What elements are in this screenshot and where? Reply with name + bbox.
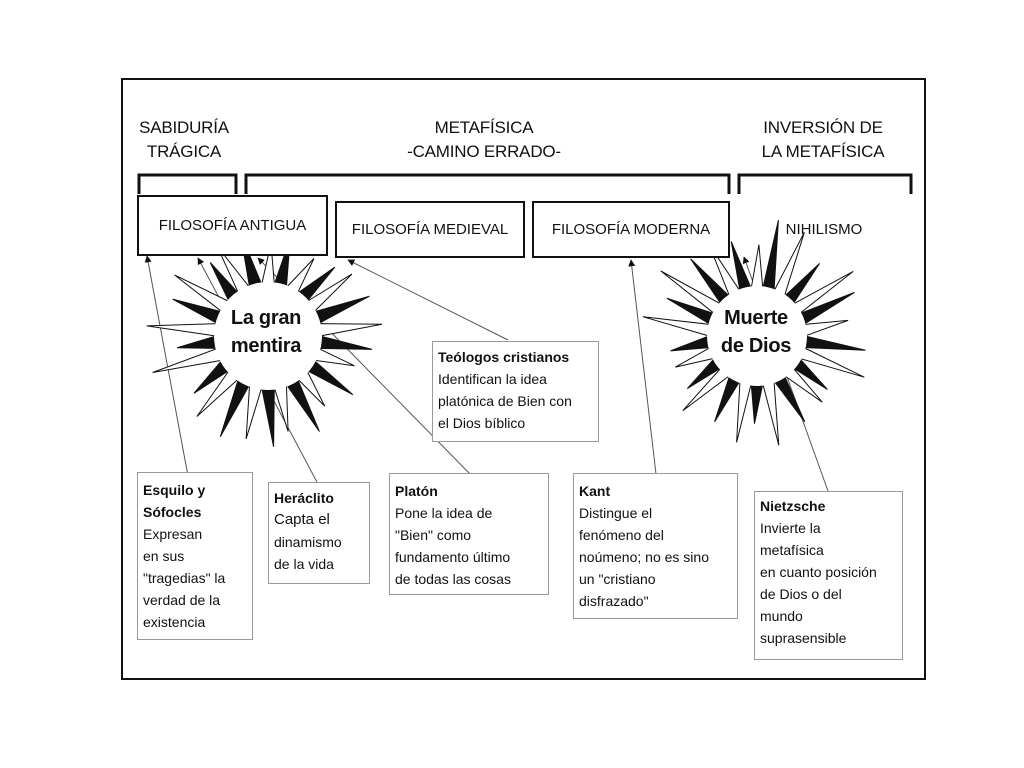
- burst-spike: [317, 335, 373, 350]
- burst-spike: [317, 323, 383, 337]
- note-nietzsche-line: Invierte la: [760, 520, 821, 536]
- burst-center: [707, 286, 807, 386]
- note-plato-line: fundamento último: [395, 549, 511, 565]
- burst-center: [214, 282, 322, 390]
- note-aeschylus-title: Esquilo y: [143, 482, 206, 498]
- era-box-ancient: FILOSOFÍA ANTIGUA: [137, 195, 328, 256]
- burst-spike: [750, 244, 764, 289]
- note-heraclitus-line: Capta el: [274, 511, 330, 528]
- burst-spike: [642, 316, 711, 337]
- starburst-muerte-de-dios: [642, 219, 866, 446]
- burst-lie-line2: mentira: [230, 335, 302, 357]
- period-header-metaphysics: METAFÍSICA -CAMINO ERRADO-: [384, 116, 584, 164]
- burst-spike: [670, 335, 711, 352]
- burst-spike: [152, 347, 223, 373]
- note-nietzsche-line: suprasensible: [760, 630, 847, 646]
- burst-spike: [176, 335, 219, 349]
- note-plato-line: "Bien" como: [395, 527, 472, 543]
- diagram-frame: [121, 78, 926, 680]
- note-plato-line: de todas las cosas: [395, 571, 511, 587]
- connector-kant-to-modern: [628, 259, 657, 475]
- burst-death-line1: Muerte: [724, 307, 788, 329]
- note-aeschylus-title: Sófocles: [143, 504, 202, 520]
- note-heraclitus-line: dinamismo: [274, 534, 342, 550]
- era-box-nihilism: NIHILISMO: [766, 207, 882, 251]
- connector-aeschylus-to-ancient: [144, 255, 189, 477]
- note-kant-line: disfrazado": [579, 593, 649, 609]
- burst-text-lie: La gran mentira: [214, 304, 318, 360]
- burst-spike: [736, 380, 752, 443]
- note-kant: Kant Distingue el fenómeno del noúmeno; …: [573, 473, 738, 619]
- era-box-medieval: FILOSOFÍA MEDIEVAL: [335, 201, 525, 258]
- note-nietzsche-title: Nietzsche: [760, 498, 826, 514]
- note-nietzsche: Nietzsche Invierte la metafísica en cuan…: [754, 491, 903, 660]
- note-kant-title: Kant: [579, 483, 611, 499]
- note-kant-line: noúmeno; no es sino: [579, 549, 709, 565]
- burst-death-line2: de Dios: [720, 335, 792, 357]
- note-nietzsche-line: de Dios o del: [760, 586, 842, 602]
- note-kant-line: un "cristiano: [579, 571, 656, 587]
- note-theologians-line: el Dios bíblico: [438, 415, 526, 431]
- note-plato-line: Pone la idea de: [395, 505, 493, 521]
- note-heraclitus-title: Heráclito: [274, 490, 334, 506]
- burst-text-death: Muerte de Dios: [708, 304, 804, 360]
- note-theologians-title: Teólogos cristianos: [438, 349, 570, 365]
- burst-spike: [261, 387, 275, 447]
- note-aeschylus-line: "tragedias" la: [143, 570, 226, 586]
- burst-spike: [313, 347, 355, 367]
- note-heraclitus-line: de la vida: [274, 556, 334, 572]
- period-header-wisdom: SABIDURÍA TRÁGICA: [128, 116, 240, 164]
- era-ancient-label: FILOSOFÍA ANTIGUA: [158, 217, 307, 234]
- burst-spike: [245, 383, 263, 440]
- burst-spike: [750, 383, 764, 424]
- note-nietzsche-line: mundo: [760, 608, 803, 624]
- period-metaphysics-line2: -CAMINO ERRADO-: [407, 142, 561, 161]
- era-box-modern: FILOSOFÍA MODERNA: [532, 201, 730, 258]
- bracket-wisdom: [137, 173, 238, 194]
- burst-lie-line1: La gran: [230, 307, 302, 329]
- period-wisdom-line2: TRÁGICA: [146, 142, 222, 161]
- connector-theologians-to-medieval: [347, 259, 509, 341]
- note-aeschylus-line: en sus: [143, 548, 185, 564]
- period-header-inversion: INVERSIÓN DE LA METAFÍSICA: [745, 116, 901, 164]
- era-modern-label: FILOSOFÍA MODERNA: [551, 221, 711, 238]
- period-inversion-line1: INVERSIÓN DE: [763, 118, 883, 137]
- note-kant-line: Distingue el: [579, 505, 653, 521]
- period-inversion-line2: LA METAFÍSICA: [761, 142, 885, 161]
- note-plato: Platón Pone la idea de "Bien" como funda…: [389, 473, 549, 595]
- era-medieval-label: FILOSOFÍA MEDIEVAL: [351, 221, 509, 238]
- note-theologians: Teólogos cristianos Identifican la idea …: [432, 341, 599, 442]
- note-heraclitus: Heráclito Capta el dinamismo de la vida: [268, 482, 370, 584]
- burst-spike: [273, 383, 289, 432]
- note-plato-title: Platón: [395, 483, 438, 499]
- burst-spike: [762, 380, 780, 446]
- note-nietzsche-line: en cuanto posición: [760, 564, 877, 580]
- note-theologians-line: platónica de Bien con: [438, 393, 572, 409]
- note-theologians-line: Identifican la idea: [438, 371, 547, 387]
- note-aeschylus: Esquilo y Sófocles Expresan en sus "trag…: [137, 472, 253, 640]
- period-wisdom-line1: SABIDURÍA: [139, 118, 229, 137]
- note-aeschylus-line: Expresan: [143, 526, 203, 542]
- note-aeschylus-line: existencia: [143, 614, 206, 630]
- note-kant-line: fenómeno del: [579, 527, 664, 543]
- burst-spike: [803, 319, 849, 337]
- starburst-la-gran-mentira: [146, 232, 383, 447]
- bracket-metaphysics: [244, 173, 731, 194]
- burst-spike: [146, 323, 219, 337]
- burst-spike: [803, 335, 866, 351]
- note-nietzsche-line: metafísica: [760, 542, 824, 558]
- note-aeschylus-line: verdad de la: [143, 592, 221, 608]
- period-metaphysics-line1: METAFÍSICA: [434, 118, 534, 137]
- era-nihilism-label: NIHILISMO: [785, 220, 863, 238]
- bracket-inversion: [737, 173, 913, 194]
